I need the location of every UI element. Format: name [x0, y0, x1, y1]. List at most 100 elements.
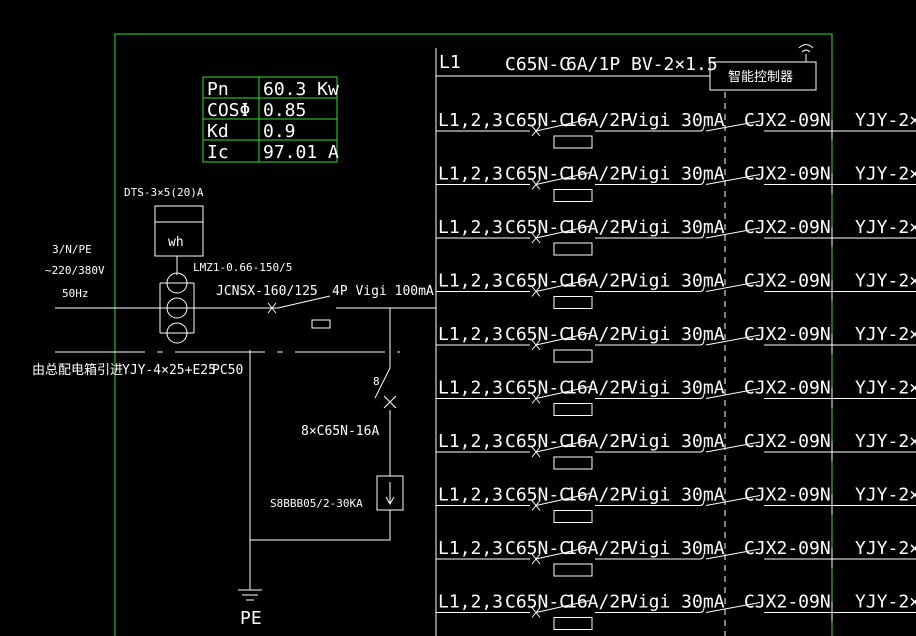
circuit-spec: 16A/2P [566, 110, 631, 131]
circuit-cable: YJY-2×2 [855, 110, 916, 131]
pe-label: PE [240, 608, 262, 629]
circuit-cable: YJY-2×2 [855, 164, 916, 185]
circuit-cable: YJY-2×2 [855, 431, 916, 452]
spd-breaker: 8×C65N-16A [301, 424, 379, 439]
circuit-rcd: Vigi 30mA [627, 164, 725, 185]
circuit-wire [436, 546, 916, 565]
contactor-arc [699, 285, 705, 292]
circuit-wire [436, 279, 916, 297]
circuit-contactor: CJX2-09N [744, 324, 831, 345]
supply-frequency: 50Hz [62, 287, 89, 300]
circuit-contactor: CJX2-09N [744, 592, 831, 613]
circuit-phase: L1,2,3 [438, 485, 503, 506]
circuit-cable: YJY-2×2 [855, 271, 916, 292]
circuit-phase: L1,2,3 [438, 592, 503, 613]
rcd-box [553, 563, 593, 577]
circuit-cable: YJY-2×2 [855, 538, 916, 559]
circuit-contactor: CJX2-09N [744, 164, 831, 185]
circuit-phase: L1,2,3 [438, 324, 503, 345]
circuit-cable: YJY-2×2 [855, 592, 916, 613]
contactor-arc [699, 178, 705, 185]
ct-model: LMZ1-0.66-150/5 [193, 261, 292, 274]
circuit-rcd: Vigi 30mA [627, 217, 725, 238]
rcd-box [553, 242, 593, 256]
table-key-ic: Ic [207, 142, 229, 163]
circuit-wire [436, 600, 916, 618]
circuit-cable: YJY-2×2 [855, 378, 916, 399]
contactor-arc [699, 606, 705, 613]
meter-model: DTS-3×5(20)A [124, 186, 204, 199]
circuit-wire [436, 332, 916, 351]
contactor-arc [699, 392, 705, 399]
circuit-breaker: C65N-C [505, 271, 570, 292]
circuit-breaker: C65N-C [505, 592, 570, 613]
meter-symbol: wh [168, 235, 184, 250]
circuit-breaker: C65N-C [505, 217, 570, 238]
circuit-contactor: CJX2-09N [744, 217, 831, 238]
circuit-contactor: CJX2-09N [744, 538, 831, 559]
circuit-breaker: C65N-C [505, 324, 570, 345]
circuit-wire [436, 439, 916, 458]
pe-ground: PE [238, 540, 262, 629]
circuit-phase: L1,2,3 [438, 431, 503, 452]
incoming-conduit: PC50 [212, 363, 243, 378]
circuit-contactor: CJX2-09N [744, 271, 831, 292]
circuit-spec: 16A/2P [566, 485, 631, 506]
circuit-breaker: C65N-C [505, 164, 570, 185]
rcd-box [553, 403, 593, 416]
circuit-spec: 16A/2P [566, 431, 631, 452]
circuit-rcd: Vigi 30mA [627, 271, 725, 292]
circuit-rcd: Vigi 30mA [627, 324, 725, 345]
rcd-box [553, 189, 593, 202]
circuit-phase: L1,2,3 [438, 110, 503, 131]
rcd-box [553, 296, 593, 309]
contactor-arc [699, 499, 705, 506]
table-value-cos: 0.85 [263, 100, 306, 121]
contactor-arc [699, 445, 705, 453]
incoming-cable: 由总配电箱引进 YJY-4×25+E25 PC50 [32, 351, 400, 378]
contactor-arc [699, 338, 705, 346]
circuit-rcd: Vigi 30mA [627, 378, 725, 399]
supply-info: 3/N/PE ~220/380V 50Hz [45, 243, 105, 300]
circuit-spec: 16A/2P [566, 538, 631, 559]
rcd-box [553, 135, 593, 149]
circuit-breaker: C65N-C [505, 378, 570, 399]
first-cable: BV-2×1.5 [631, 54, 718, 75]
circuit-spec: 16A/2P [566, 378, 631, 399]
current-transformer: LMZ1-0.66-150/5 [159, 261, 292, 344]
first-phase: L1 [439, 52, 461, 73]
circuit-rcd: Vigi 30mA [627, 110, 725, 131]
circuit-breaker: C65N-C [505, 431, 570, 452]
spd-arrester: S8BBB05/2-30KA [270, 497, 363, 510]
rcd-box [553, 510, 593, 523]
circuit-wire [436, 225, 916, 244]
circuit-cable: YJY-2×2 [855, 485, 916, 506]
circuit-cable: YJY-2×2 [855, 217, 916, 238]
spd-branch: 8 8×C65N-16A S8BBB05/2-30KA [249, 308, 404, 541]
first-spec: 6A/1P [566, 54, 620, 75]
circuit-spec: 16A/2P [566, 592, 631, 613]
rcd-box [553, 349, 593, 363]
table-value-pn: 60.3 Kw [263, 79, 339, 100]
rcd-box [553, 456, 593, 470]
circuit-contactor: CJX2-09N [744, 110, 831, 131]
circuit-wire [436, 493, 916, 511]
first-breaker: C65N-C [505, 54, 570, 75]
spd-breaker-tag: 8 [373, 375, 380, 388]
table-value-kd: 0.9 [263, 121, 296, 142]
circuit-phase: L1,2,3 [438, 378, 503, 399]
circuit-contactor: CJX2-09N [744, 431, 831, 452]
parameter-table: Pn 60.3 Kw COSΦ 0.85 Kd 0.9 Ic 97.01 A [202, 76, 339, 163]
contactor-arc [699, 231, 705, 239]
table-key-kd: Kd [207, 121, 229, 142]
